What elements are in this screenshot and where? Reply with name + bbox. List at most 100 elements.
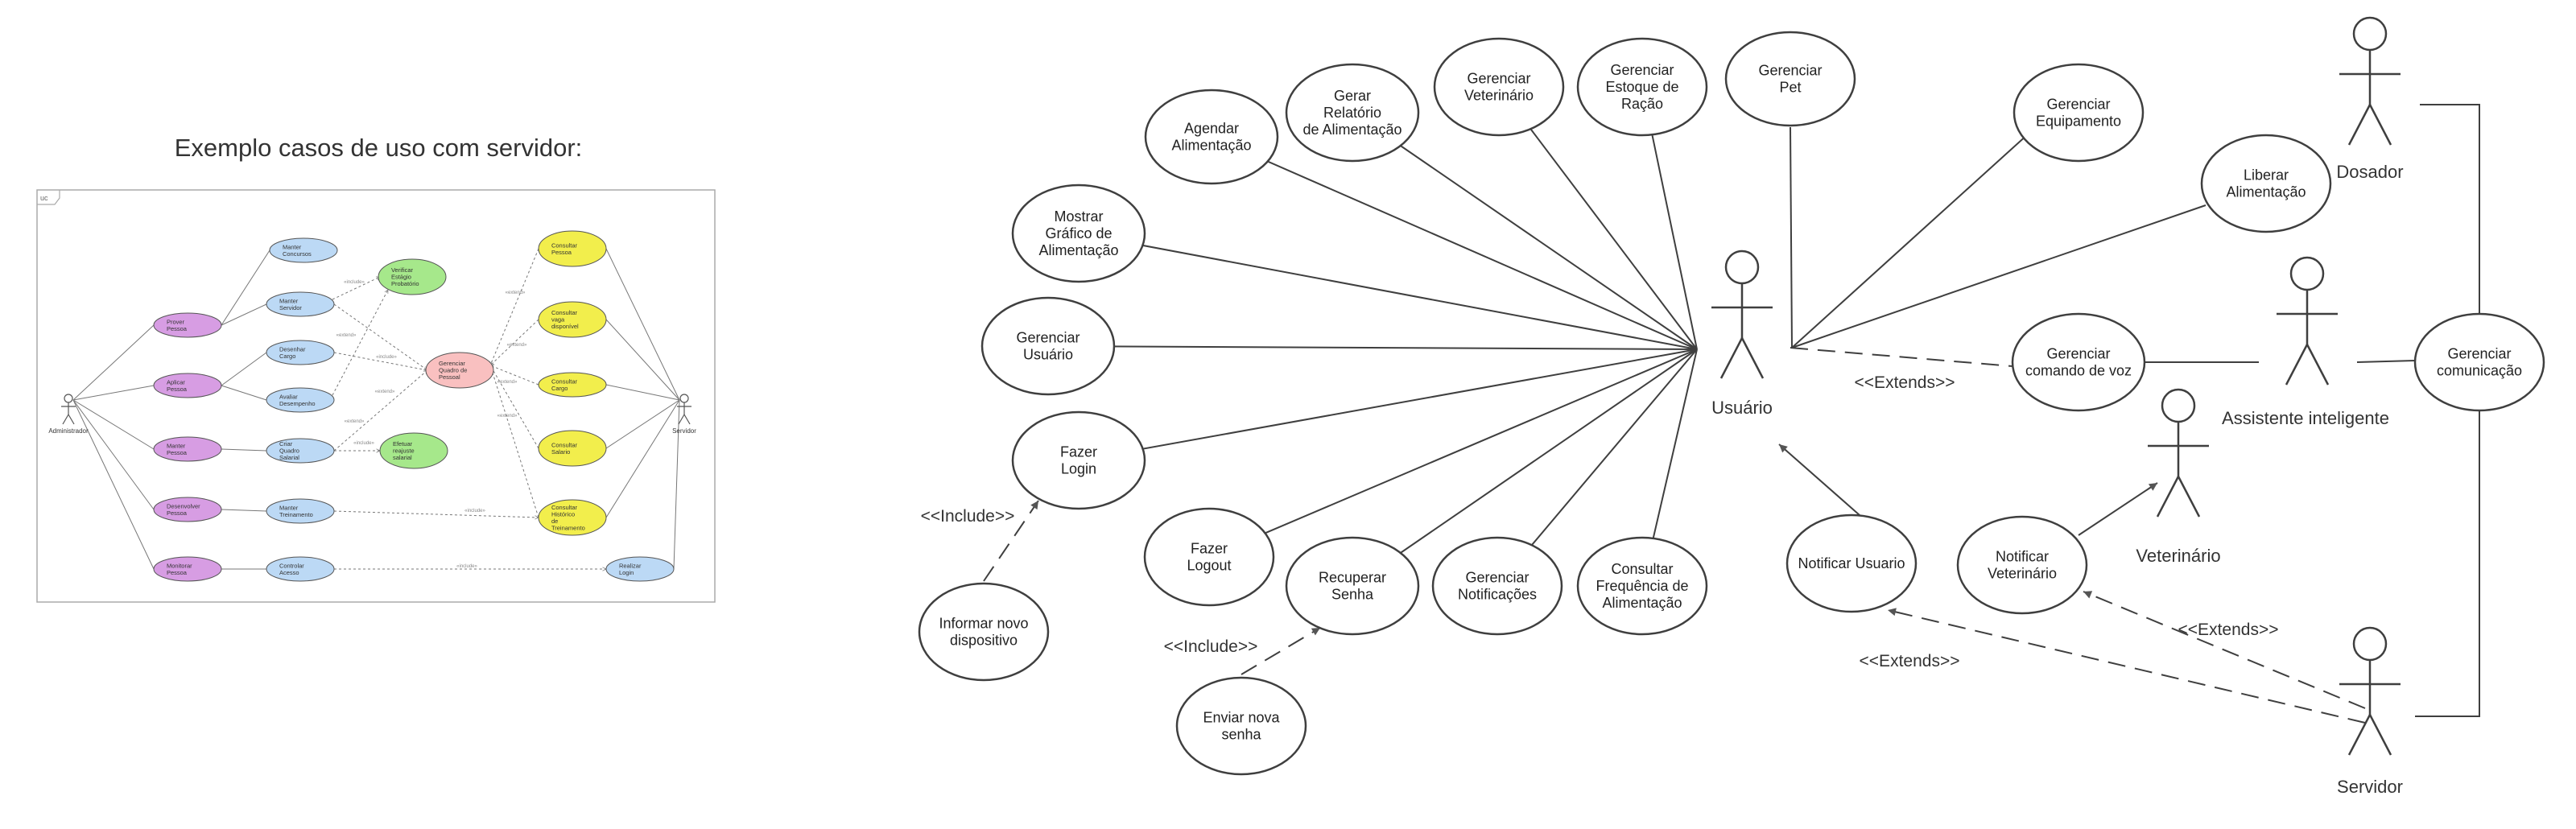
use-case-label: Alimentação <box>1038 242 1118 258</box>
extends-notifvet-arrow <box>2083 591 2366 709</box>
thumb-use-case-label: de <box>551 518 558 525</box>
thumb-association <box>605 248 680 401</box>
thumb-use-case-label: Manter <box>283 243 302 250</box>
thumb-use-case-label: Avaliar <box>279 393 298 400</box>
use-case-notifusuario[interactable]: Notificar Usuario <box>1785 513 1918 613</box>
use-case-label: Recuperar <box>1319 570 1386 586</box>
thumb-association <box>72 324 155 401</box>
actor-veterinario[interactable] <box>2148 388 2209 518</box>
use-case-label: Notificar <box>1996 549 2049 565</box>
use-case-label: Gerar <box>1334 88 1371 104</box>
use-case-label: Gerenciar <box>2046 97 2110 113</box>
use-case-label: Gerenciar <box>1758 63 1822 79</box>
thumb-association <box>605 384 680 401</box>
thumb-use-case-label: vaga <box>551 316 565 324</box>
thumb-relation-tag: «extend» <box>497 380 518 385</box>
actor-label: Servidor <box>2337 777 2403 797</box>
thumb-use-case-label: Consultar <box>551 377 578 385</box>
use-case-label: Gerenciar <box>1465 570 1529 586</box>
thumb-use-case-label: disponível <box>551 323 579 330</box>
association-usuario-login <box>1078 349 1698 461</box>
actor-usuario[interactable] <box>1711 250 1773 379</box>
example-thumbnail: uc«include»«extend»«include»«extend»«inc… <box>36 189 716 603</box>
use-case-label: Notificações <box>1458 587 1537 603</box>
use-case-label: Alimentação <box>2226 184 2306 200</box>
use-case-label: Gerenciar <box>2046 346 2110 362</box>
actor-label: Veterinário <box>2136 546 2220 566</box>
use-case-label: Consultar <box>1611 561 1673 577</box>
thumb-association <box>605 399 680 449</box>
thumb-actor-servidor <box>677 394 691 425</box>
actor-servidor[interactable] <box>2339 626 2401 756</box>
use-case-label: Fazer <box>1060 444 1097 460</box>
thumb-use-case-label: Cargo <box>279 353 295 360</box>
stereotype-extends-comando: <<Extends>> <box>1855 373 1955 392</box>
thumb-association <box>72 399 155 570</box>
use-case-label: Notificar Usuario <box>1798 555 1905 571</box>
thumb-use-case-label: Prover <box>167 318 185 325</box>
association-usuario-gervet <box>1498 86 1698 350</box>
use-case-label: Equipamento <box>2036 113 2121 130</box>
thumb-relation-tag: «extend» <box>506 291 526 295</box>
actor-assistente[interactable] <box>2277 256 2338 386</box>
page-title: Exemplo casos de uso com servidor: <box>174 134 583 162</box>
thumbnail-frame-tag: uc <box>40 194 48 202</box>
thumb-use-case-label: Pessoa <box>551 249 572 256</box>
thumb-relation-tag: «include» <box>376 355 397 360</box>
actor-dosador[interactable] <box>2339 16 2401 146</box>
thumb-actor-label: Servidor <box>672 427 696 435</box>
use-case-label: Gráfico de <box>1045 225 1112 241</box>
use-case-label: Senha <box>1331 587 1374 603</box>
thumb-use-case-label: Manter <box>279 297 299 304</box>
thumb-use-case-label: Salario <box>551 448 570 456</box>
stereotype-include-senha: <<Include>> <box>1164 637 1258 656</box>
association-usuario-recuperar <box>1352 349 1698 587</box>
thumbnail-frame-tab <box>37 190 60 205</box>
thumb-use-case-label: Salarial <box>279 454 299 461</box>
association-usuario-gerar <box>1352 112 1698 350</box>
thumb-use-case-label: Efetuar <box>393 440 413 447</box>
thumb-use-case-label: Desempenho <box>279 400 316 407</box>
thumb-association <box>221 303 267 326</box>
use-case-label: Frequência de <box>1596 578 1688 594</box>
thumb-association <box>221 385 267 401</box>
use-case-label: Agendar <box>1184 121 1239 137</box>
thumb-use-case-label: Consultar <box>551 309 578 316</box>
notifusuario-to-usuario-arrow <box>1778 443 1860 516</box>
thumb-use-case-label: Pessoa <box>167 386 188 393</box>
use-case-label: Enviar nova <box>1203 710 1280 726</box>
use-case-label: Alimentação <box>1171 138 1251 154</box>
use-case-label: Gerenciar <box>2447 346 2511 362</box>
thumb-use-case-label: Verificar <box>391 266 414 274</box>
association-usuario-liberar <box>1791 204 2207 349</box>
use-case-label: Mostrar <box>1054 208 1103 225</box>
